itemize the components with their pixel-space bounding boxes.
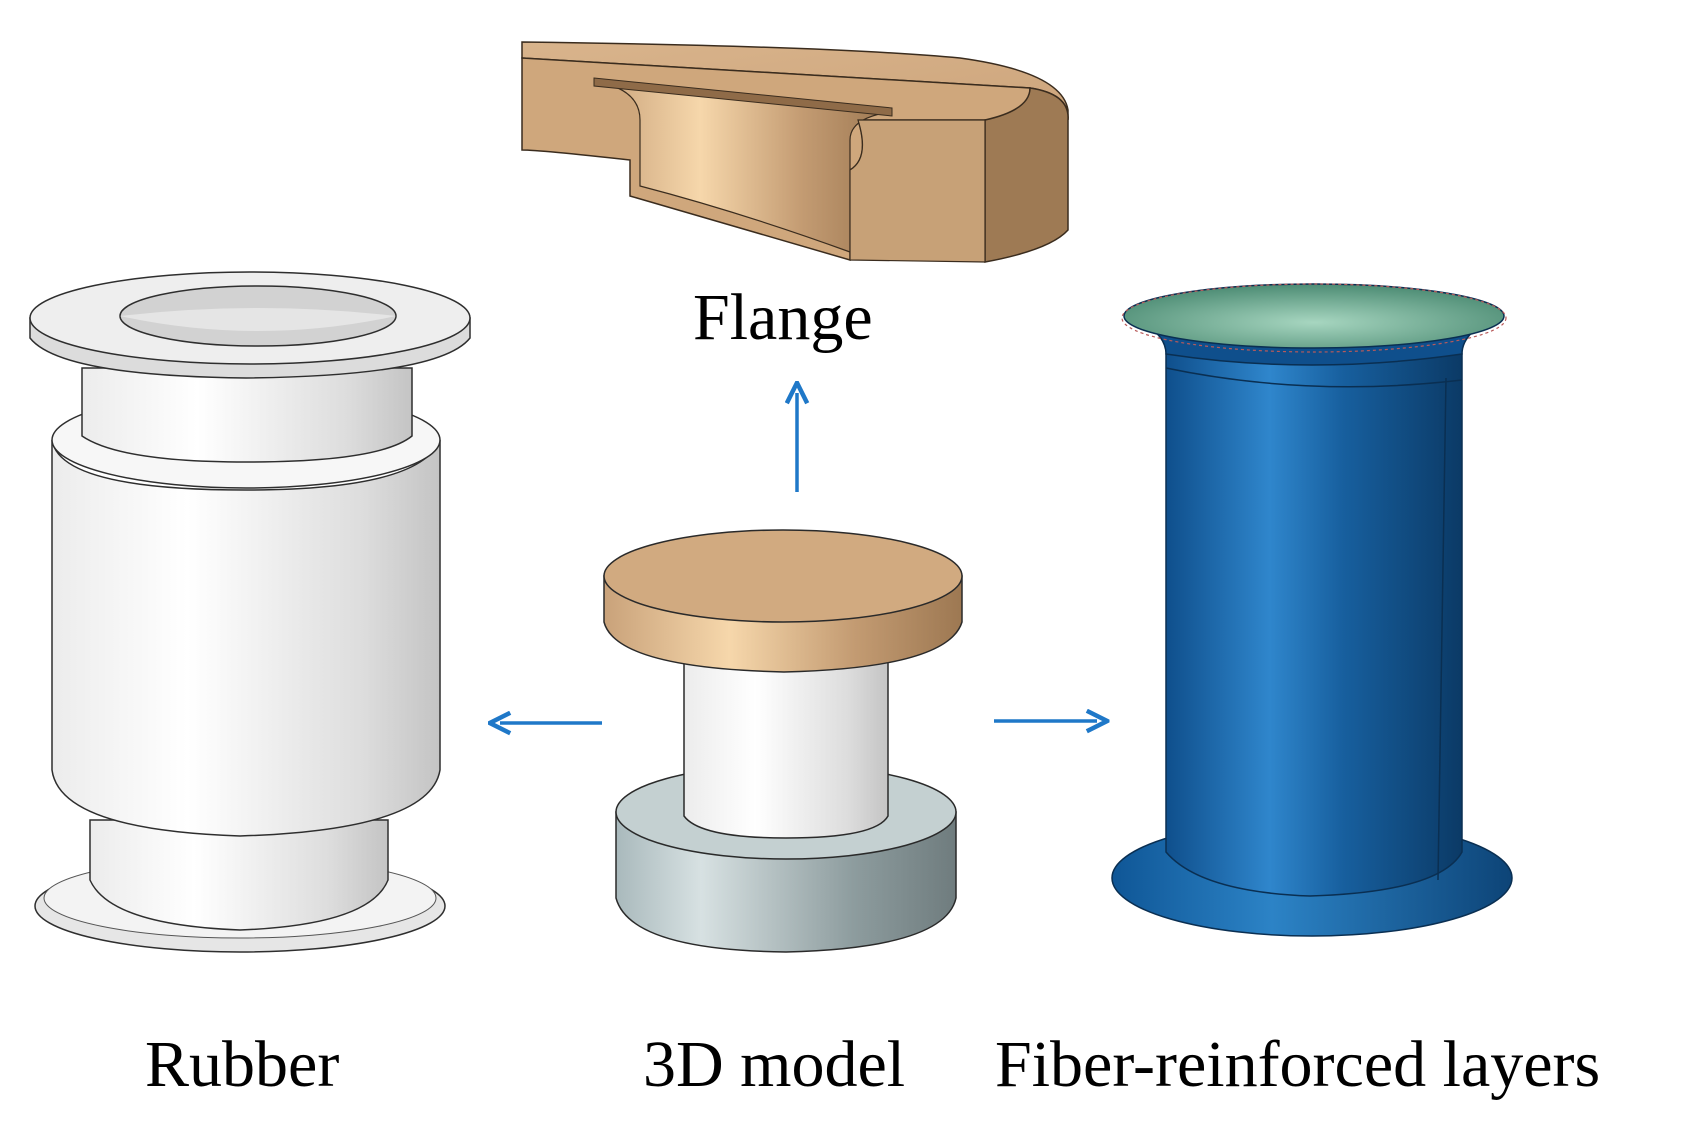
fiber-band-line bbox=[1165, 367, 1463, 388]
flange-outer-wall bbox=[984, 87, 1069, 263]
flange-inner-recess bbox=[597, 81, 891, 253]
fiber-layers-model bbox=[1111, 283, 1513, 937]
assembly-model bbox=[603, 529, 963, 953]
flange-label: Flange bbox=[693, 281, 873, 354]
flange-right-face bbox=[849, 119, 986, 263]
column-side bbox=[683, 659, 889, 839]
fiber-layers-label: Fiber-reinforced layers bbox=[995, 1028, 1601, 1101]
fiber-body bbox=[1165, 353, 1463, 897]
rubber-model bbox=[29, 271, 471, 953]
rubber-upper-neck bbox=[81, 367, 413, 463]
rubber-label: Rubber bbox=[145, 1028, 340, 1101]
model-label: 3D model bbox=[643, 1028, 906, 1101]
fiber-seam bbox=[1437, 377, 1447, 881]
disc-top bbox=[603, 529, 963, 623]
fiber-inner-surface bbox=[1123, 283, 1505, 349]
rubber-main-body bbox=[51, 439, 441, 837]
flange-model bbox=[521, 41, 1069, 263]
flange-groove bbox=[593, 77, 893, 117]
rubber-lower-neck bbox=[89, 819, 389, 931]
